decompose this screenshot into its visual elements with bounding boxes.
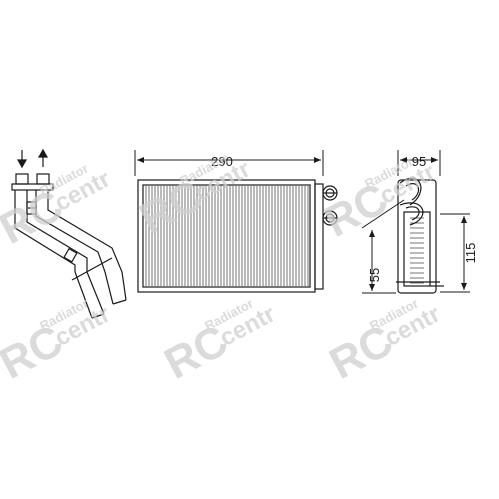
watermark-logo: RC Radiator centr — [322, 296, 445, 389]
height-dimension — [440, 213, 470, 293]
watermark-logo: RC Radiator centr — [157, 296, 280, 389]
side-pipe-upper — [399, 177, 422, 206]
pipe-left-outer — [14, 190, 76, 272]
pipe-clip — [26, 201, 37, 215]
side-pipe-lower — [399, 202, 424, 226]
watermark-logo: RC Radiator centr — [0, 296, 115, 389]
depth-label: 95 — [412, 154, 426, 169]
watermark-logo: RC Radiator centr — [132, 151, 255, 244]
pipe-flange — [11, 183, 54, 191]
depth-dimension — [397, 150, 441, 176]
flow-out-arrowhead-icon — [37, 148, 49, 158]
pipe-right-inner — [47, 190, 123, 273]
watermark-layer: RC Radiator centr RC Radiator centr RC R… — [0, 151, 445, 389]
core-end-tank — [314, 183, 324, 290]
pipe-lower-3 — [104, 271, 114, 305]
flow-in-arrowhead-icon — [16, 159, 28, 169]
width-dimension — [134, 150, 324, 176]
watermark-logo: RC Radiator centr — [0, 161, 115, 254]
pipe-section-line — [71, 257, 113, 281]
core-fins-area — [142, 184, 311, 288]
core-fins — [145, 186, 309, 286]
height-label: 115 — [463, 243, 478, 264]
pipe-fitting-left — [15, 173, 29, 185]
side-core — [403, 211, 431, 287]
pipe-lower-1 — [74, 271, 93, 319]
core-front-view — [137, 179, 338, 293]
width-label: 290 — [211, 154, 233, 169]
pipe-spacing-label: 55 — [367, 268, 382, 282]
pipe-spacing-dimension — [361, 199, 405, 294]
core-side-view — [396, 177, 444, 294]
pipe-band — [63, 247, 78, 263]
watermark-logo: RC Radiator centr — [317, 154, 440, 247]
pipe-lower-2 — [86, 271, 105, 315]
pipe-lower-4 — [121, 271, 127, 301]
pipe-assembly-view — [11, 148, 127, 319]
